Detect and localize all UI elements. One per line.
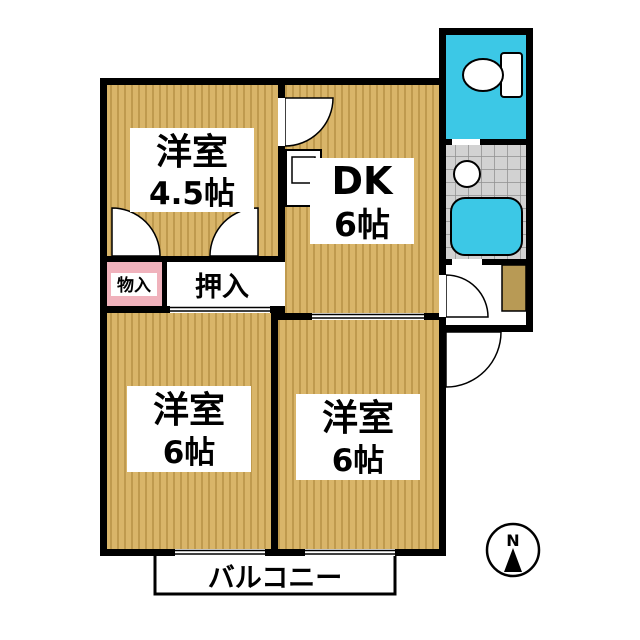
- outer-wall-left: [100, 78, 107, 556]
- north-needle-icon: [504, 548, 522, 572]
- toilet-door-gap: [452, 139, 480, 145]
- bath-entry-divider: [446, 259, 526, 265]
- annex-wall-bottom: [439, 325, 533, 332]
- label-box: [127, 386, 251, 472]
- label-box: [111, 273, 157, 296]
- oshiire-label: 押入: [195, 272, 249, 303]
- room-west45-name-label: 洋室: [156, 132, 228, 173]
- toilet-icon: [462, 58, 504, 92]
- balcony-label: バルコニー: [208, 563, 342, 594]
- room-west45-size-label: 4.5帖: [149, 176, 235, 212]
- label-box: [310, 158, 414, 244]
- storage-label: 物入: [117, 275, 151, 296]
- room-west6-right-name-label: 洋室: [322, 398, 394, 439]
- west45-dk-divider: [278, 85, 285, 262]
- annex-wall-left: [439, 28, 446, 85]
- balcony-window-left: [175, 549, 265, 556]
- toilet-tank-icon: [500, 52, 523, 98]
- label-box: [130, 128, 254, 212]
- compass-icon: N: [485, 522, 541, 578]
- label-box: [296, 394, 420, 480]
- room-dk-size-label: 6帖: [334, 205, 390, 244]
- door-swing-icon: [284, 97, 334, 147]
- compass-north-label: N: [506, 531, 519, 550]
- entry-door-swing-icon: [445, 331, 502, 388]
- dk-sliding-door: [312, 313, 424, 320]
- balcony-outline: [153, 556, 397, 596]
- room-west6-left-name-label: 洋室: [153, 390, 225, 431]
- outer-wall-top: [100, 78, 446, 85]
- wall-openings: [170, 98, 482, 556]
- entry-step: [501, 264, 527, 312]
- closet-strip-top-wall: [107, 256, 285, 262]
- balcony-window-right: [305, 549, 395, 556]
- storage-oshiire-divider: [162, 262, 167, 306]
- room-labels: 洋室 4.5帖 DK 6帖 物入 押入 洋室 6帖 洋室 6帖 バルコニー: [111, 128, 420, 594]
- annex-wall-right: [526, 28, 533, 332]
- annex-wall-top: [439, 28, 533, 35]
- outer-wall-bottom: [100, 549, 446, 556]
- room-west6-left-size-label: 6帖: [163, 435, 216, 471]
- bottom-rooms-divider: [271, 306, 278, 549]
- west45-dk-door-gap: [278, 98, 285, 146]
- door-swing-icon: [111, 207, 161, 257]
- bathtub-icon: [450, 197, 523, 256]
- door-swing-icon: [445, 274, 489, 318]
- oshiire-floor: [167, 262, 278, 306]
- bath-door-gap: [452, 259, 482, 265]
- hall-dk-door-gap: [439, 275, 446, 317]
- washbasin-icon: [453, 160, 481, 188]
- room-west6-right-size-label: 6帖: [332, 443, 385, 479]
- oshiire-sliding-door: [170, 306, 270, 313]
- toilet-bath-divider: [446, 139, 526, 145]
- room-dk-name-label: DK: [332, 159, 395, 203]
